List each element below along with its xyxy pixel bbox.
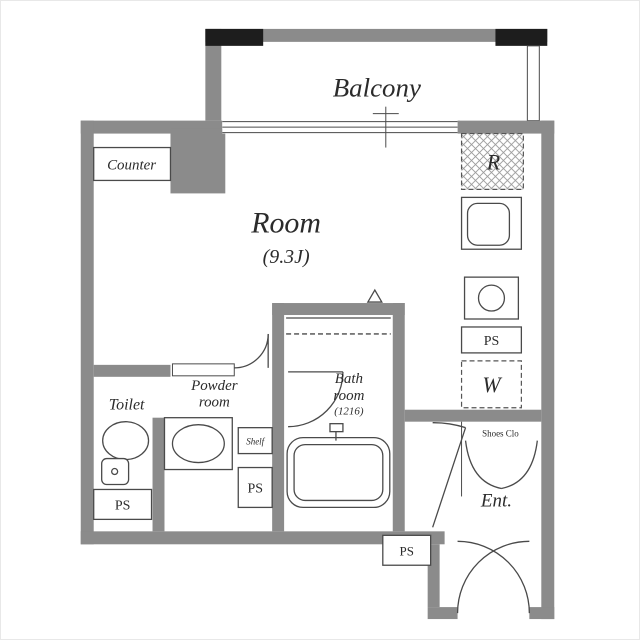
sink-basin xyxy=(466,202,511,246)
powder-door-swing xyxy=(234,333,269,369)
ps-box xyxy=(93,488,153,521)
ps-box xyxy=(237,466,273,509)
ps-label: PS xyxy=(484,334,500,349)
bath-faucet xyxy=(329,423,344,433)
balcony-left-wall xyxy=(205,28,222,121)
balcony-top-wall xyxy=(205,28,548,42)
counter-top xyxy=(93,146,172,182)
toilet-flush xyxy=(111,467,119,476)
wall-entrance-left xyxy=(427,544,440,608)
toilet-tank xyxy=(101,457,130,486)
balcony-window xyxy=(222,106,458,148)
hall-door-swing xyxy=(432,422,466,429)
ps-box xyxy=(382,534,432,566)
wall-right xyxy=(541,120,555,620)
bathtub xyxy=(286,436,391,509)
powder-label-1: Powder xyxy=(190,378,238,394)
powder-label-2: room xyxy=(199,395,230,411)
wall-counter-block xyxy=(170,128,226,194)
ps-box xyxy=(460,326,523,354)
powder-room: Powder room xyxy=(163,333,269,471)
bathroom: Bath room (1216) xyxy=(286,288,391,509)
stove xyxy=(463,276,520,320)
room-label: Room xyxy=(250,206,321,239)
bath-label-1: Bath xyxy=(335,371,363,387)
pipe-space-kitchen: PS xyxy=(460,326,523,354)
shelf-label: Shelf xyxy=(246,437,265,447)
wall-bottom xyxy=(80,531,445,545)
vent-triangle xyxy=(366,288,383,303)
entry-door-swing-out xyxy=(456,540,530,614)
kitchen-sink xyxy=(460,196,523,250)
toilet-room: Toilet PS xyxy=(93,397,153,521)
wall-entrance-bottom-left xyxy=(427,607,458,620)
sink-counter xyxy=(460,196,523,250)
balcony-corner-block-right xyxy=(495,28,548,46)
wall-toilet-divider xyxy=(152,417,165,532)
ps-label: PS xyxy=(400,543,414,558)
balcony-corner-block-left xyxy=(205,28,264,46)
bath-label-2: room xyxy=(333,388,364,404)
vanity xyxy=(163,417,233,471)
wall-entrance-divider xyxy=(404,409,542,422)
counter-label: Counter xyxy=(107,157,156,173)
wall-bath-left xyxy=(272,303,285,532)
room-size-label: (9.3J) xyxy=(263,246,310,268)
entry-door-swing-in xyxy=(457,540,530,614)
wall-powder-top xyxy=(93,364,171,377)
shoes-closet-door-left xyxy=(464,440,502,490)
refrigerator-box xyxy=(460,132,524,191)
shelf-box xyxy=(237,427,273,455)
washer-label: W xyxy=(482,372,502,397)
entrance: Shoes Clo Ent. PS xyxy=(382,421,538,614)
washer-space: W xyxy=(460,360,522,409)
pipe-space-bath: PS xyxy=(237,466,273,509)
walls xyxy=(80,120,555,620)
washer-box xyxy=(460,360,522,409)
shoes-closet-door-right xyxy=(501,440,538,490)
counter: Counter xyxy=(93,146,172,182)
wall-left xyxy=(80,120,94,545)
toilet-label: Toilet xyxy=(109,397,145,414)
ps-label: PS xyxy=(115,498,131,513)
balcony-area: Balcony xyxy=(205,28,548,122)
wall-bath-right xyxy=(392,303,405,532)
wall-bath-top xyxy=(272,303,405,316)
powder-shelf xyxy=(171,363,235,377)
stove-burner xyxy=(477,284,506,312)
vanity-basin xyxy=(171,424,225,464)
refrigerator-label: R xyxy=(486,149,501,174)
entrance-label: Ent. xyxy=(480,490,512,511)
shelf: Shelf xyxy=(237,427,273,455)
shoes-closet-label: Shoes Clo xyxy=(482,429,519,439)
balcony-glass-panel xyxy=(526,45,540,122)
stove-counter xyxy=(463,276,520,320)
wall-top-right xyxy=(457,120,555,134)
wall-entrance-bottom-right xyxy=(529,607,555,620)
bath-size-label: (1216) xyxy=(334,406,364,418)
hall-door-leaf xyxy=(432,427,467,528)
refrigerator-space: R xyxy=(460,132,524,191)
balcony-label: Balcony xyxy=(333,73,421,103)
bathtub-inner xyxy=(293,443,384,502)
bath-door-swing xyxy=(288,371,344,428)
toilet-bowl xyxy=(102,421,150,461)
ps-label: PS xyxy=(247,481,263,496)
